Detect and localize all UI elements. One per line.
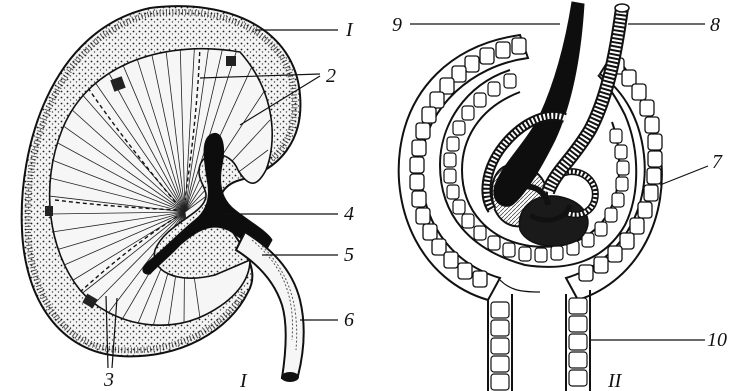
ureter [236, 232, 304, 378]
callout-10: 10 [707, 329, 727, 351]
kidney-section [22, 6, 304, 382]
callout-8: 8 [710, 14, 720, 36]
callout-6: 6 [344, 309, 354, 331]
callout-7: 7 [712, 151, 723, 173]
callout-4: 4 [344, 203, 354, 225]
callout-2: 2 [326, 65, 336, 87]
callout-9: 9 [392, 14, 402, 36]
panel-label-right: II [607, 370, 623, 391]
nephron-section [399, 2, 662, 391]
callout-5: 5 [344, 244, 354, 266]
callout-1: I [345, 19, 354, 41]
callout-3: 3 [103, 369, 114, 391]
panel-label-left: I [239, 370, 248, 391]
ureter-opening [281, 372, 299, 382]
